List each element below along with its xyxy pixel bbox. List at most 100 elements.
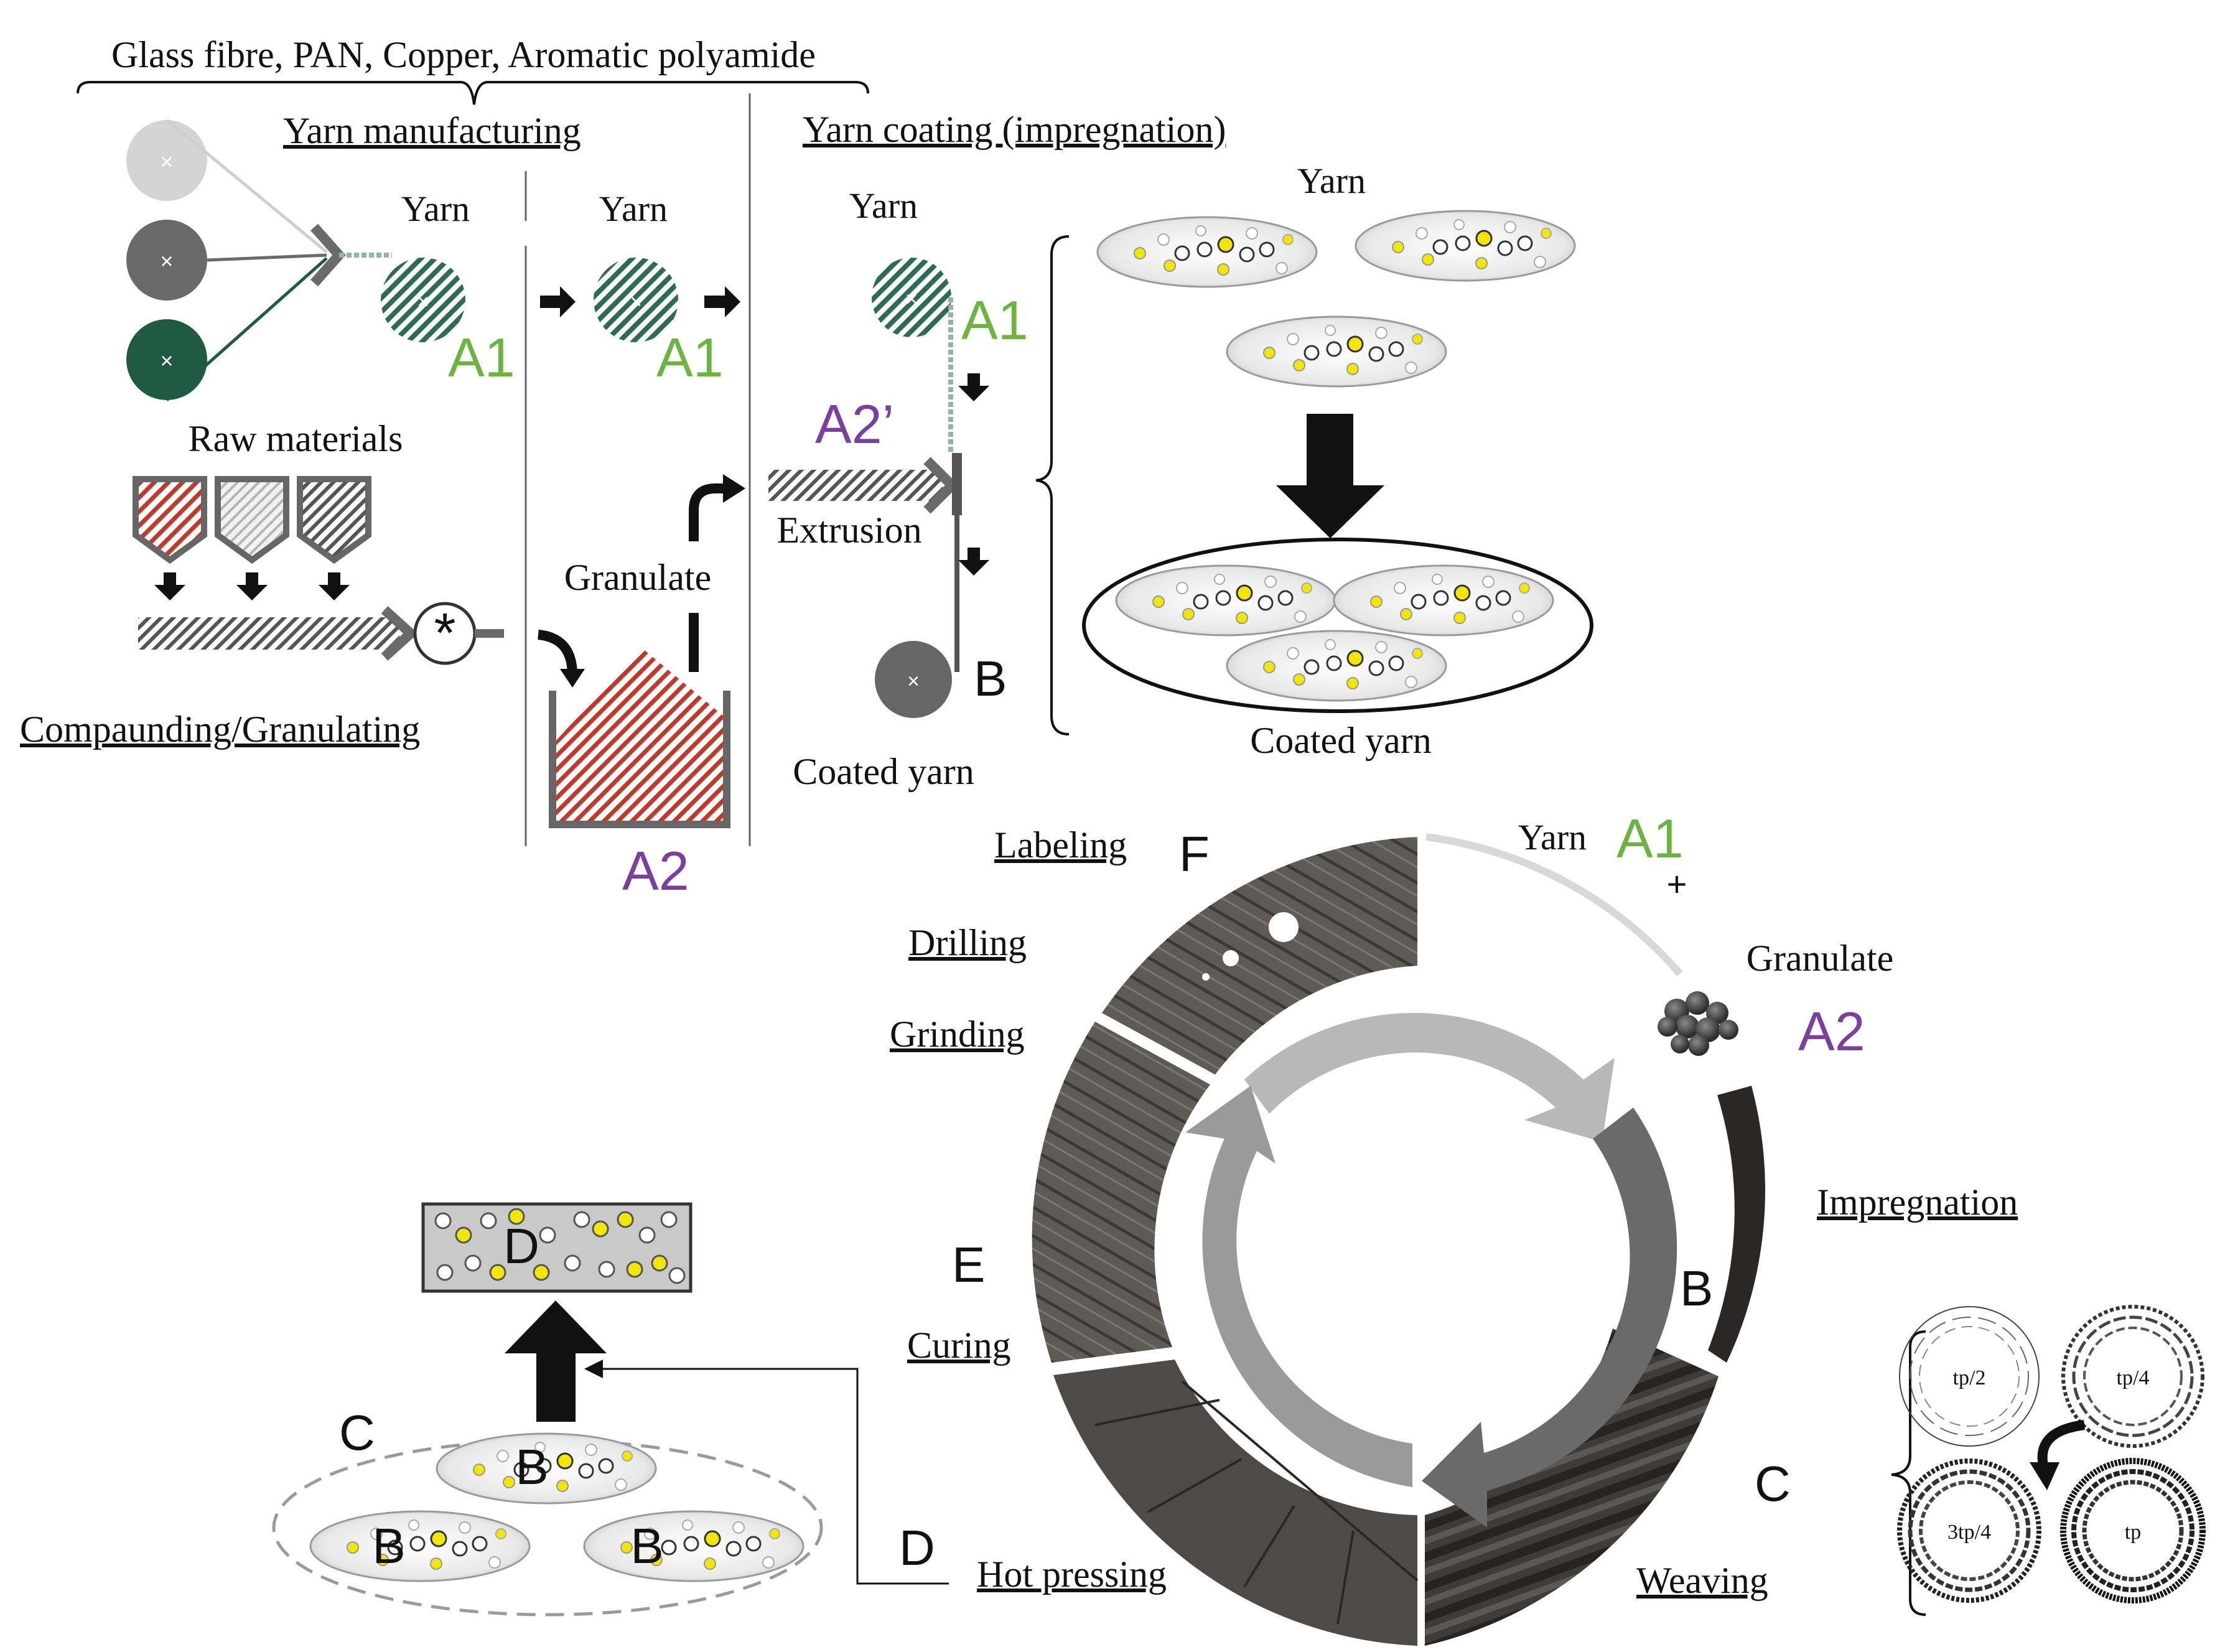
step-drilling: Drilling bbox=[908, 922, 1027, 963]
weave-label-4: tp bbox=[2125, 1521, 2141, 1544]
coating-extruder bbox=[768, 453, 962, 672]
arrow-down-2 bbox=[958, 548, 989, 576]
yarn-label-ring: Yarn bbox=[1518, 817, 1587, 857]
weave-pattern-1: tp/2 bbox=[1899, 1306, 2040, 1447]
yarn-section-2 bbox=[1355, 210, 1576, 282]
woven-bundle-outline bbox=[272, 1439, 823, 1617]
ring-segment-f bbox=[1102, 837, 1417, 1075]
svg-text:*: * bbox=[434, 602, 455, 665]
materials-label: Glass fibre, PAN, Copper, Aromatic polya… bbox=[111, 34, 816, 75]
coated-bundle-outline bbox=[1082, 538, 1593, 713]
weave-label-1: tp/2 bbox=[1953, 1366, 1986, 1389]
yarn-spool-a1-1: × bbox=[381, 258, 465, 342]
ring-segment-a bbox=[1425, 833, 1683, 976]
big-up-arrow bbox=[505, 1300, 607, 1422]
granulate-label-1: Granulate bbox=[564, 557, 712, 598]
arrow-right-1 bbox=[540, 286, 576, 317]
coated-section-1 bbox=[1115, 564, 1336, 637]
step-labeling: Labeling bbox=[994, 824, 1127, 866]
yarn-label-3: Yarn bbox=[849, 185, 918, 226]
code-a1-3: A1 bbox=[961, 289, 1028, 351]
curved-arrow-to-container bbox=[537, 630, 577, 676]
svg-text:×: × bbox=[160, 348, 173, 373]
yarn-section-3 bbox=[1226, 315, 1447, 388]
weave-pattern-4: tp bbox=[2060, 1458, 2206, 1603]
yarn-spool-a1-2: × bbox=[594, 258, 678, 342]
fibre-spools: × × × bbox=[126, 119, 392, 401]
coated-yarn-spool: × bbox=[875, 641, 952, 718]
up-curved-arrow bbox=[689, 483, 728, 541]
step-grinding: Grinding bbox=[890, 1014, 1025, 1055]
yarn-spool-a1-3: × bbox=[872, 258, 953, 454]
code-c-ring: C bbox=[1755, 1456, 1791, 1511]
code-a2-ring: A2 bbox=[1798, 1001, 1865, 1062]
up-curved-arrow-head bbox=[723, 474, 745, 503]
ring-segment-b bbox=[1708, 1086, 1766, 1363]
inner-arrow-top bbox=[1244, 1012, 1615, 1142]
ring-segment-e-lower bbox=[1053, 1360, 1417, 1646]
svg-text:×: × bbox=[160, 149, 173, 174]
raw-materials-label: Raw materials bbox=[189, 418, 403, 459]
weave-pattern-3: 3tp/4 bbox=[1897, 1458, 2041, 1603]
yarn-coating-title: Yarn coating (impregnation) bbox=[803, 109, 1226, 150]
code-d-2: D bbox=[899, 1520, 935, 1575]
code-d-1: D bbox=[503, 1218, 539, 1274]
weave-label-2: tp/4 bbox=[2117, 1366, 2150, 1389]
svg-text:×: × bbox=[907, 670, 920, 693]
svg-text:×: × bbox=[905, 287, 918, 311]
yarn-label-4: Yarn bbox=[1297, 161, 1366, 201]
coated-section-3 bbox=[1226, 630, 1447, 702]
step-hot-pressing: Hot pressing bbox=[977, 1554, 1167, 1595]
code-a2-1: A2 bbox=[622, 840, 689, 902]
svg-text:×: × bbox=[630, 290, 642, 314]
weave-curved-arrow-head bbox=[2030, 1462, 2059, 1490]
coated-yarn-label-2: Coated yarn bbox=[1250, 720, 1432, 761]
svg-text:×: × bbox=[417, 290, 429, 314]
step-impregnation: Impregnation bbox=[1817, 1182, 2018, 1223]
coated-section-2 bbox=[1333, 564, 1554, 637]
hot-pressing-connector bbox=[584, 1360, 949, 1585]
materials-brace bbox=[77, 81, 869, 105]
code-a2-prime: A2’ bbox=[815, 393, 894, 455]
code-b-4: B bbox=[630, 1518, 663, 1574]
code-b-3: B bbox=[372, 1518, 405, 1574]
plus-sign: + bbox=[1667, 864, 1687, 903]
code-c-1: C bbox=[339, 1405, 375, 1460]
code-f: F bbox=[1179, 826, 1210, 882]
granulate-pellets bbox=[1658, 991, 1738, 1056]
granulate-label-ring: Granulate bbox=[1747, 938, 1894, 979]
arrow-down-1 bbox=[958, 373, 989, 401]
yarn-section-1 bbox=[1096, 216, 1318, 288]
code-b-ring: B bbox=[1680, 1261, 1713, 1316]
step-weaving: Weaving bbox=[1636, 1560, 1768, 1601]
ring-segment-e-upper bbox=[1032, 1022, 1210, 1363]
inner-arrow-right bbox=[1422, 1108, 1677, 1528]
yarn-label-2: Yarn bbox=[599, 189, 668, 229]
code-a1-1: A1 bbox=[448, 327, 515, 388]
ring-segment-c bbox=[1425, 1328, 1719, 1646]
weave-bracket bbox=[1891, 1330, 1926, 1616]
cross-section-bracket bbox=[1035, 235, 1070, 735]
pressed-composite-block bbox=[421, 1202, 693, 1293]
big-down-arrow-1 bbox=[1276, 414, 1384, 538]
weave-pattern-2: tp/4 bbox=[2061, 1305, 2204, 1448]
code-b-2: B bbox=[515, 1439, 548, 1495]
inner-arrow-left bbox=[1185, 1086, 1412, 1487]
weave-curved-arrow bbox=[2037, 1420, 2086, 1470]
compounding-title: Compaunding/Granulating bbox=[20, 709, 420, 750]
yarn-label-1: Yarn bbox=[401, 189, 470, 229]
curved-arrow-head bbox=[560, 669, 585, 688]
woven-section-2 bbox=[309, 1510, 531, 1582]
compounding-extruder: * bbox=[138, 602, 504, 665]
woven-section-3 bbox=[583, 1510, 805, 1582]
weave-label-3: 3tp/4 bbox=[1947, 1521, 1991, 1544]
material-hoppers bbox=[133, 476, 371, 600]
yarn-manufacturing-title: Yarn manufacturing bbox=[283, 110, 581, 151]
granulate-container bbox=[549, 647, 730, 828]
process-ring bbox=[1032, 833, 1766, 1646]
code-b-1: B bbox=[974, 651, 1007, 706]
code-a1-ring: A1 bbox=[1616, 808, 1684, 869]
arrow-right-2 bbox=[704, 286, 740, 317]
coated-yarn-label-1: Coated yarn bbox=[793, 751, 974, 792]
